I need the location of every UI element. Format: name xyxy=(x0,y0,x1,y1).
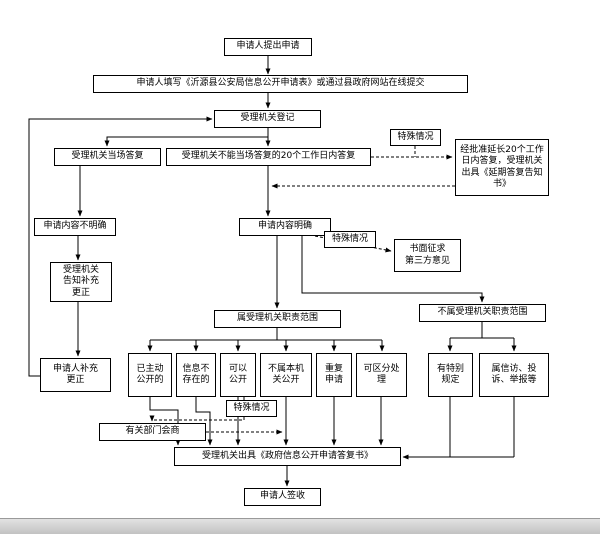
flow-node-fill-form: 申请人填写《沂源县公安局信息公开申请表》或通过县政府网站在线提交 xyxy=(93,75,468,93)
flow-node-special-case-2: 特殊情况 xyxy=(324,231,376,248)
flow-node-petition: 属信访、投 诉、举报等 xyxy=(479,353,549,397)
flow-node-extension: 经批准延长20个工作日内答复，受理机关出具《延期答复告知书》 xyxy=(455,139,549,196)
flow-node-sign-receipt: 申请人签收 xyxy=(244,488,321,506)
window-bottom-bar xyxy=(0,518,600,534)
flow-node-reply-not-onsite: 受理机关不能当场答复的20个工作日内答复 xyxy=(166,148,371,166)
flow-node-other-authority: 不属本机 关公开 xyxy=(260,353,312,397)
flow-node-notify-correction: 受理机关 告知补充 更正 xyxy=(50,262,112,302)
flow-node-can-disclose: 可以 公开 xyxy=(220,353,256,397)
flow-node-clear: 申请内容明确 xyxy=(239,218,331,236)
flow-node-submit: 申请人提出申请 xyxy=(224,38,312,56)
flow-node-separable: 可区分处 理 xyxy=(356,353,407,397)
flow-node-third-party: 书面征求 第三方意见 xyxy=(394,239,461,272)
flow-node-repeat-request: 重复 申请 xyxy=(316,353,352,397)
flow-node-already-public: 已主动 公开的 xyxy=(128,353,172,397)
flow-node-supplement: 申请人补充 更正 xyxy=(40,358,111,392)
flow-node-special-case-1: 特殊情况 xyxy=(390,129,441,146)
flow-node-in-scope: 属受理机关职责范围 xyxy=(214,310,341,328)
flow-node-register: 受理机关登记 xyxy=(214,110,321,128)
flow-node-not-exist: 信息不 存在的 xyxy=(176,353,216,397)
flow-node-unclear: 申请内容不明确 xyxy=(34,218,116,236)
flow-node-consultation: 有关部门会商 xyxy=(99,423,206,441)
solid-arrows xyxy=(28,56,517,487)
flow-node-reply-doc: 受理机关出具《政府信息公开申请答复书》 xyxy=(174,447,401,466)
flow-node-special-case-3: 特殊情况 xyxy=(226,400,277,417)
flow-node-reply-onsite: 受理机关当场答复 xyxy=(54,148,161,166)
flow-node-out-scope: 不属受理机关职责范围 xyxy=(419,304,546,322)
flow-node-special-provision: 有特别 规定 xyxy=(428,353,473,397)
